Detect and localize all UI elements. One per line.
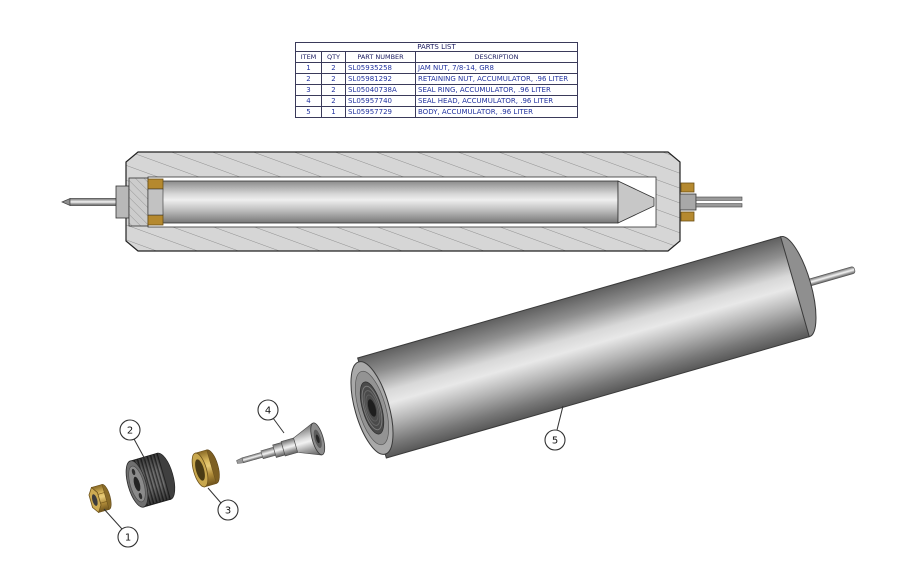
bleed-stem [803,266,856,288]
accumulator-body-part [350,236,856,459]
parts-list-title: PARTS LIST [295,42,578,52]
balloon-2: 2 [119,419,147,462]
jam-nut-section [115,185,130,219]
exploded-view: 2 4 3 1 5 [88,236,856,548]
retaining-nut-section [128,177,149,227]
cell-part-number: SL05957740 [345,95,416,107]
cell-item: 3 [295,84,322,96]
cell-item: 4 [295,95,322,107]
thread-ring [363,390,381,426]
column-header-item: ITEM [295,51,322,63]
seal-ring-section-bottom [147,214,164,226]
seal-ring-section-top [147,178,164,190]
cell-description: RETAINING NUT, ACCUMULATOR, .96 LITER [415,73,578,85]
right-seal-ring-bottom [680,211,695,222]
cell-item: 2 [295,73,322,85]
stem-step [260,446,276,460]
right-seal-ring-top [680,182,695,193]
jam-nut-part [88,484,112,514]
head-face-hole [315,434,320,444]
cell-part-number: SL05957729 [345,106,416,118]
seal-head-part [236,422,326,464]
nut-center-hole [133,476,141,492]
cell-qty: 2 [321,95,346,107]
column-header-qty: QTY [321,51,346,63]
internal-cylinder-section [161,180,619,224]
internal-cone-section [617,180,655,224]
parts-list-table: PARTS LIST ITEM QTY PART NUMBER DESCRIPT… [295,42,578,118]
cell-part-number: SL05040738A [345,84,416,96]
balloon-3-label: 3 [225,506,231,517]
balloon-callouts: 2 4 3 1 5 [103,399,566,548]
thread-ring [361,385,383,431]
cell-qty: 1 [321,106,346,118]
thread-ring [365,394,379,422]
parts-row-3: 3 2 SL05040738A SEAL RING, ACCUMULATOR, … [295,84,578,96]
right-stem-pin-top [695,196,743,201]
hex-hole [91,494,98,506]
seal-head-section-left [147,188,164,216]
cell-qty: 2 [321,62,346,74]
retaining-nut-part [125,452,176,508]
body-shell [357,236,810,459]
column-header-part-number: PART NUMBER [345,51,416,63]
cross-section-view [61,151,743,252]
parts-row-2: 2 2 SL05981292 RETAINING NUT, ACCUMULATO… [295,73,578,85]
balloon-1: 1 [103,508,139,548]
cell-qty: 2 [321,73,346,85]
cell-description: SEAL HEAD, ACCUMULATOR, .96 LITER [415,95,578,107]
stem-rod [241,452,264,464]
balloon-4: 4 [257,399,285,434]
ring-hole [195,459,205,481]
balloon-2-label: 2 [127,426,133,437]
cell-part-number: SL05981292 [345,73,416,85]
cell-part-number: SL05935258 [345,62,416,74]
seal-ring-part [191,449,220,488]
bore-hole [367,399,377,417]
cell-description: BODY, ACCUMULATOR, .96 LITER [415,106,578,118]
right-seal-head-hub [679,193,697,211]
parts-row-4: 4 2 SL05957740 SEAL HEAD, ACCUMULATOR, .… [295,95,578,107]
balloon-5: 5 [544,405,566,451]
left-stem-rod [69,198,123,206]
cell-description: SEAL RING, ACCUMULATOR, .96 LITER [415,84,578,96]
cell-item: 5 [295,106,322,118]
balloon-1-label: 1 [125,533,131,544]
spanner-hole [138,492,143,500]
balloon-4-label: 4 [265,406,271,417]
cell-item: 1 [295,62,322,74]
left-stem-tip [61,197,71,207]
cell-description: JAM NUT, 7/8-14, GR8 [415,62,578,74]
right-stem-pin-bottom [695,203,743,208]
cell-qty: 2 [321,84,346,96]
parts-row-5: 5 1 SL05957729 BODY, ACCUMULATOR, .96 LI… [295,106,578,118]
spanner-hole [131,468,136,476]
balloon-3: 3 [207,487,239,521]
column-header-description: DESCRIPTION [415,51,578,63]
parts-row-1: 1 2 SL05935258 JAM NUT, 7/8-14, GR8 [295,62,578,74]
balloon-5-label: 5 [552,436,558,447]
